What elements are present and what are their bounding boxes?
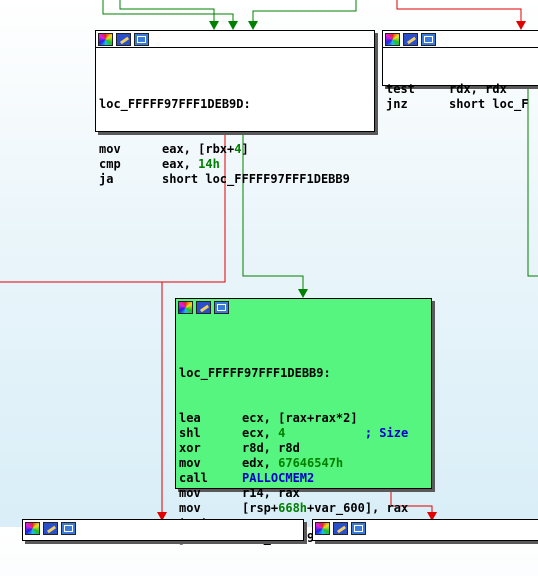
arrow-head	[157, 512, 167, 521]
edit-pencil-icon[interactable]	[116, 33, 131, 46]
graph-view-icon[interactable]	[214, 301, 229, 314]
asm-line[interactable]: call PALLOCMEM2	[179, 471, 431, 486]
arrow-head	[298, 289, 308, 298]
code-block-test-rdx[interactable]: test rdx, rdx jnz short loc_F	[382, 30, 538, 111]
edge-b1-to-b3	[242, 130, 304, 289]
edge-b1-false-down	[0, 281, 163, 300]
operand: eax, [rbx+	[162, 142, 235, 156]
edit-pencil-icon[interactable]	[196, 301, 211, 314]
block-header	[383, 31, 538, 48]
mnemonic: lea	[179, 411, 201, 425]
operand: ecx, [rax+rax*2]	[242, 411, 358, 425]
immediate-value: 67646547h	[278, 456, 344, 470]
block-label[interactable]: loc_FFFFF97FFF1DEB9D:	[99, 97, 251, 111]
mnemonic: mov	[179, 486, 201, 500]
immediate-value: 4	[234, 142, 242, 156]
graph-view-icon[interactable]	[61, 522, 76, 535]
operand: ecx,	[242, 426, 279, 440]
operand: short loc_F	[449, 97, 529, 111]
mnemonic: mov	[179, 501, 201, 515]
asm-line[interactable]: xor r8d, r8d	[179, 441, 431, 456]
code-block-partial-right[interactable]	[312, 519, 538, 541]
mnemonic: ja	[99, 172, 114, 186]
edge-in-green-2	[102, 0, 234, 21]
operand: [rsp+	[242, 501, 279, 515]
mnemonic: cmp	[99, 157, 121, 171]
asm-line[interactable]: mov eax, [rbx+4]	[99, 142, 374, 157]
color-palette-icon[interactable]	[98, 33, 113, 46]
comment: ; Size	[285, 426, 409, 440]
asm-line[interactable]: jnz short loc_F	[386, 97, 538, 112]
operand: +var_600], rax	[307, 501, 409, 515]
edit-pencil-icon[interactable]	[403, 33, 418, 46]
block-header	[23, 520, 303, 537]
asm-line[interactable]: mov edx, 67646547h	[179, 456, 431, 471]
immediate-value: 14h	[198, 157, 220, 171]
color-palette-icon[interactable]	[385, 33, 400, 46]
code-block-loc-debb9[interactable]: loc_FFFFF97FFF1DEBB9: lea ecx, [rax+rax*2…	[175, 298, 432, 545]
operand: eax,	[162, 157, 199, 171]
color-palette-icon[interactable]	[315, 522, 330, 535]
arrow-head	[248, 21, 258, 30]
asm-line[interactable]: ja short loc_FFFFF97FFF1DEBB9	[99, 172, 374, 187]
mnemonic: mov	[99, 142, 121, 156]
operand: short loc_FFFFF97FFF1DEBB9	[162, 172, 350, 186]
operand: PALLOCMEM2	[242, 471, 315, 485]
graph-view-icon[interactable]	[351, 522, 366, 535]
edit-pencil-icon[interactable]	[43, 522, 58, 535]
mnemonic: shl	[179, 426, 201, 440]
asm-line[interactable]: shl ecx, 4 ; Size	[179, 426, 431, 441]
graph-view-icon[interactable]	[134, 33, 149, 46]
immediate-value: 4	[278, 426, 286, 440]
code-block-partial-left[interactable]	[22, 519, 304, 541]
mnemonic: jnz	[386, 97, 408, 111]
asm-lines: mov eax, [rbx+4] cmp eax, 14h ja short loc_FF…	[99, 142, 374, 187]
edit-pencil-icon[interactable]	[333, 522, 348, 535]
graph-view-icon[interactable]	[421, 33, 436, 46]
arrow-head	[209, 21, 219, 30]
color-palette-icon[interactable]	[25, 522, 40, 535]
edge-b2-right	[527, 84, 538, 277]
asm-line[interactable]: cmp eax, 14h	[99, 157, 374, 172]
mnemonic: mov	[179, 456, 201, 470]
asm-line[interactable]: lea ecx, [rax+rax*2]	[179, 411, 431, 426]
color-palette-icon[interactable]	[178, 301, 193, 314]
block-label[interactable]: loc_FFFFF97FFF1DEBB9:	[179, 366, 331, 380]
operand: ]	[241, 142, 249, 156]
mnemonic: test	[386, 82, 415, 96]
edge-in-green-1	[119, 0, 215, 21]
graph-canvas	[0, 0, 538, 521]
asm-line[interactable]: test rdx, rdx	[386, 82, 538, 97]
mnemonic: call	[179, 471, 208, 485]
asm-line[interactable]: mov r14, rax	[179, 486, 431, 501]
operand: edx,	[242, 456, 279, 470]
operand: r8d, r8d	[242, 441, 300, 455]
mnemonic: xor	[179, 441, 201, 455]
edge-in-red-1	[396, 0, 522, 21]
arrow-head	[516, 21, 526, 30]
arrow-head	[427, 512, 437, 521]
immediate-value: 668h	[278, 501, 308, 515]
edge-in-green-3	[252, 0, 357, 21]
asm-line[interactable]: mov [rsp+668h+var_600], rax	[179, 501, 431, 516]
edge-left-red	[161, 300, 163, 512]
edge-b3-false	[390, 488, 433, 512]
operand: rdx, rdx	[449, 82, 507, 96]
asm-lines: test rdx, rdx jnz short loc_F	[386, 82, 538, 112]
block-header	[313, 520, 538, 537]
block-code: test rdx, rdx jnz short loc_F	[383, 48, 538, 142]
operand: r14, rax	[242, 486, 300, 500]
block-header	[96, 31, 374, 48]
arrow-head	[228, 21, 238, 30]
block-header	[176, 299, 431, 316]
